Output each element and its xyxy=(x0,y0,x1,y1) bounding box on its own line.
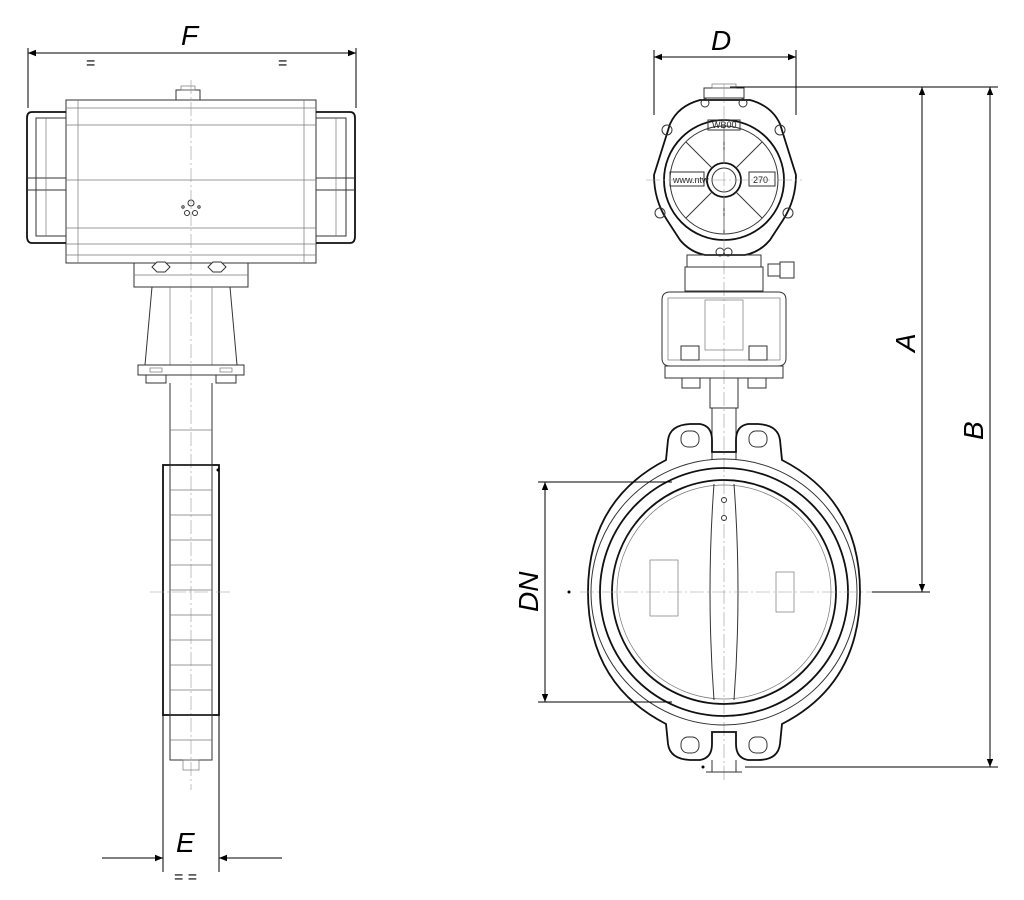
valve-body-front xyxy=(567,423,872,773)
dimension-b-label: B xyxy=(958,421,989,440)
dimension-f: F = = xyxy=(27,20,357,108)
dimension-f-label: F xyxy=(181,20,200,51)
dimension-dn-label: DN xyxy=(513,571,544,612)
dimension-d: D xyxy=(653,25,797,115)
actuator-front: www.ntw 270 WB00 xyxy=(646,83,802,780)
dimension-a: A xyxy=(730,86,930,593)
equal-mark-left: = xyxy=(86,55,95,72)
dimension-b: B xyxy=(745,86,998,768)
front-view: D w xyxy=(513,25,998,780)
dimension-e: E = = xyxy=(102,715,282,886)
dimension-d-label: D xyxy=(711,25,731,56)
valve-neck-side xyxy=(169,383,213,465)
equal-mark-bottom: = = xyxy=(174,869,197,886)
bracket-side xyxy=(133,261,249,384)
equal-mark-right: = xyxy=(278,55,287,72)
actuator-side xyxy=(26,80,356,790)
valve-body-side xyxy=(150,464,232,771)
side-view: F = = xyxy=(26,20,357,886)
coupling-front xyxy=(661,254,795,460)
dimension-e-label: E xyxy=(176,827,195,858)
dimension-a-label: A xyxy=(890,333,921,354)
dimension-dn: DN xyxy=(513,481,672,703)
